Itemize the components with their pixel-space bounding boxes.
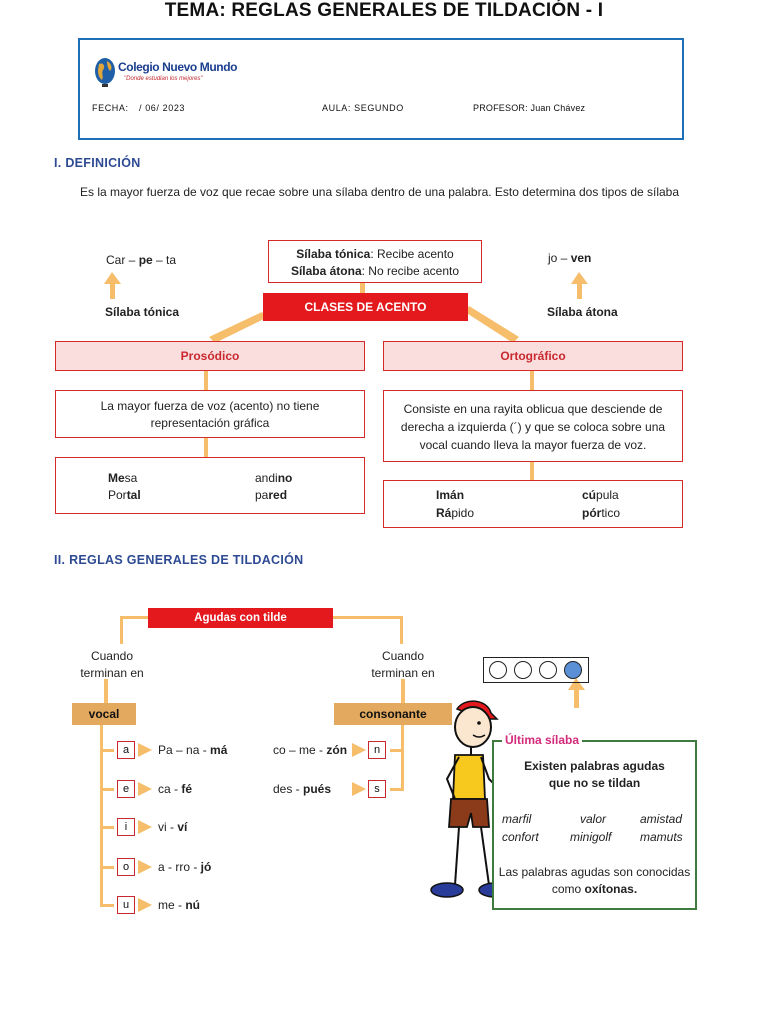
fecha-label: FECHA: [92, 103, 129, 113]
note-word-mamuts: mamuts [640, 830, 683, 844]
note-word-valor: valor [580, 812, 607, 826]
letter-s: s [368, 780, 386, 798]
letter-e: e [117, 780, 135, 798]
section-reglas-heading: II. REGLAS GENERALES DE TILDACIÓN [54, 553, 304, 567]
syllable-circle-2 [514, 661, 532, 679]
agudas-con-tilde-banner: Agudas con tilde [148, 608, 333, 628]
prosodico-description: La mayor fuerza de voz (acento) no tiene… [55, 390, 365, 438]
letter-i: i [117, 818, 135, 836]
globe-logo-icon [95, 58, 115, 87]
letter-n: n [368, 741, 386, 759]
syllable-circle-1 [489, 661, 507, 679]
letter-a: a [117, 741, 135, 759]
word-panama: Pa – na - má [158, 743, 228, 757]
letter-o: o [117, 858, 135, 876]
example-portal: Portal [108, 488, 141, 502]
ortografico-examples-box: Imán cúpula Rápido pórtico [383, 480, 683, 528]
profesor-label: PROFESOR: Juan Chávez [473, 103, 586, 113]
syllable-circles-box [483, 657, 589, 683]
example-andino: andino [255, 471, 293, 485]
prosodico-examples-box: Mesa andino Portal pared [55, 457, 365, 514]
example-mesa: Mesa [108, 471, 138, 485]
header-box [78, 38, 684, 140]
word-cafe: ca - fé [158, 782, 193, 796]
example-rapido: Rápido [436, 506, 475, 520]
note-title: Existen palabras agudas que no se tildan [524, 759, 665, 790]
tonica-label: Sílaba tónica [105, 305, 180, 319]
word-arrojo: a - rro - jó [158, 860, 212, 874]
agudas-note-box: Última sílaba Existen palabras agudas qu… [492, 733, 697, 910]
example-portico: pórtico [582, 506, 621, 520]
word-despues: des - pués [273, 782, 332, 796]
note-word-minigolf: minigolf [570, 830, 612, 844]
prosodico-header: Prosódico [55, 341, 365, 371]
syllable-circle-last [564, 661, 582, 679]
clases-acento-banner: CLASES DE ACENTO [263, 293, 468, 321]
note-word-confort: confort [502, 830, 539, 844]
ortografico-header: Ortográfico [383, 341, 683, 371]
word-vivi: vi - ví [158, 820, 188, 834]
example-pared: pared [255, 488, 288, 502]
note-oxitonas: Las palabras agudas son conocidas como o… [498, 865, 691, 896]
school-slogan: "Donde estudian los mejores" [124, 76, 203, 82]
atona-label: Sílaba átona [547, 305, 618, 319]
example-iman: Imán [436, 488, 465, 502]
school-name: Colegio Nuevo Mundo [118, 60, 238, 74]
syllable-circle-3 [539, 661, 557, 679]
word-comezon: co – me - zón [273, 743, 348, 757]
page-title: TEMA: REGLAS GENERALES DE TILDACIÓN - I [164, 0, 604, 21]
atona-example: jo – ven [548, 251, 592, 265]
section-definicion-heading: I. DEFINICIÓN [54, 156, 141, 170]
ultima-silaba-label: Última sílaba [502, 733, 583, 747]
fecha-value: / 06/ 2023 [139, 103, 186, 113]
silaba-definition-box: Sílaba tónica: Recibe acento Sílaba áton… [268, 240, 482, 283]
note-word-marfil: marfil [502, 812, 532, 826]
letter-u: u [117, 896, 135, 914]
example-cupula: cúpula [582, 488, 619, 502]
tonica-example: Car – pe – ta [106, 253, 177, 267]
note-word-amistad: amistad [640, 812, 683, 826]
word-menu: me - nú [158, 898, 201, 912]
consonante-label: consonante [334, 703, 452, 725]
definicion-paragraph: Es la mayor fuerza de voz que recae sobr… [80, 185, 680, 199]
aula-label: AULA: SEGUNDO [322, 103, 404, 113]
vocal-label: vocal [72, 703, 136, 725]
ortografico-description: Consiste en una rayita oblicua que desci… [383, 390, 683, 462]
